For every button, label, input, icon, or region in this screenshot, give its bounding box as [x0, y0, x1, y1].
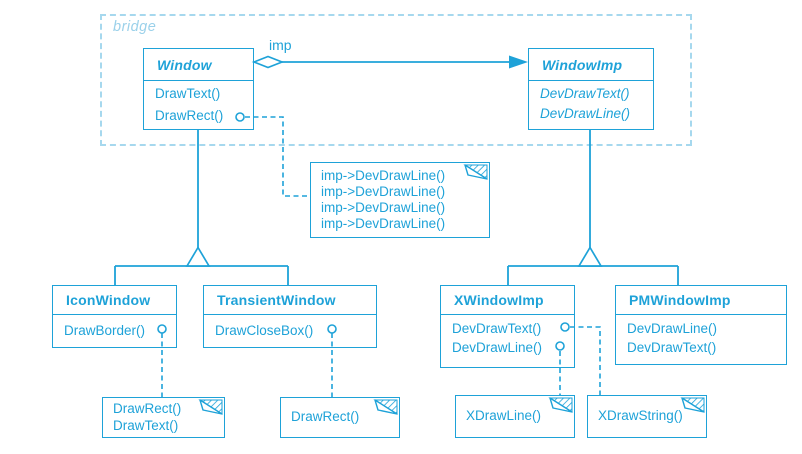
method-devdrawline: DevDrawLine(): [627, 321, 718, 336]
method-devdrawline: DevDrawLine(): [452, 340, 543, 355]
class-title-xwindowimp: XWindowImp: [441, 286, 574, 315]
note-xdrawline: XDrawLine(): [455, 395, 575, 438]
class-title-pmwindowimp: PMWindowImp: [616, 286, 786, 315]
note-line: DrawRect(): [291, 409, 360, 425]
note-line: XDrawString(): [598, 408, 683, 424]
methods-compartment: DevDrawLine() DevDrawText(): [616, 315, 786, 357]
method-drawrect: DrawRect(): [155, 108, 224, 123]
note-line: imp->DevDrawLine(): [321, 167, 446, 183]
method-drawtext: DrawText(): [155, 86, 221, 101]
class-box-windowimp: WindowImp DevDrawText() DevDrawLine(): [528, 48, 654, 130]
note-iconwindow: DrawRect() DrawText(): [102, 397, 225, 438]
inheritance-triangle-icon: [577, 245, 603, 267]
note-line: imp->DevDrawLine(): [321, 216, 446, 232]
class-box-pmwindowimp: PMWindowImp DevDrawLine() DevDrawText(): [615, 285, 787, 365]
imp-association-label: imp: [269, 37, 292, 53]
methods-compartment: DrawCloseBox(): [204, 315, 376, 340]
class-box-transientwindow: TransientWindow DrawCloseBox(): [203, 285, 377, 348]
class-title-iconwindow: IconWindow: [53, 286, 176, 315]
method-devdrawtext: DevDrawText(): [540, 86, 630, 101]
methods-compartment: DevDrawText() DevDrawLine(): [441, 315, 574, 357]
note-line: DrawRect(): [113, 401, 182, 417]
methods-compartment: DrawText() DrawRect(): [144, 81, 253, 127]
class-box-window: Window DrawText() DrawRect(): [143, 48, 254, 130]
note-xdrawstring: XDrawString(): [587, 395, 707, 438]
note-imp-devdrawline: imp->DevDrawLine() imp->DevDrawLine() im…: [310, 162, 490, 238]
class-box-xwindowimp: XWindowImp DevDrawText() DevDrawLine(): [440, 285, 575, 368]
methods-compartment: DrawBorder(): [53, 315, 176, 340]
note-line: imp->DevDrawLine(): [321, 183, 446, 199]
method-drawclosebox: DrawCloseBox(): [215, 323, 314, 338]
class-title-transientwindow: TransientWindow: [204, 286, 376, 315]
class-title-window: Window: [144, 49, 253, 81]
method-drawborder: DrawBorder(): [64, 323, 146, 338]
methods-compartment: DevDrawText() DevDrawLine(): [529, 81, 653, 124]
note-line: DrawText(): [113, 417, 179, 433]
method-devdrawtext: DevDrawText(): [627, 340, 717, 355]
method-devdrawline: DevDrawLine(): [540, 106, 631, 121]
note-line: imp->DevDrawLine(): [321, 200, 446, 215]
pattern-frame-label: bridge: [113, 19, 157, 35]
note-transientwindow: DrawRect(): [280, 397, 400, 438]
note-line: XDrawLine(): [466, 408, 542, 424]
inheritance-triangle-icon: [185, 245, 211, 267]
class-box-iconwindow: IconWindow DrawBorder(): [52, 285, 177, 348]
pattern-frame: bridge: [100, 14, 692, 146]
class-title-windowimp: WindowImp: [529, 49, 653, 81]
method-devdrawtext: DevDrawText(): [452, 321, 542, 336]
